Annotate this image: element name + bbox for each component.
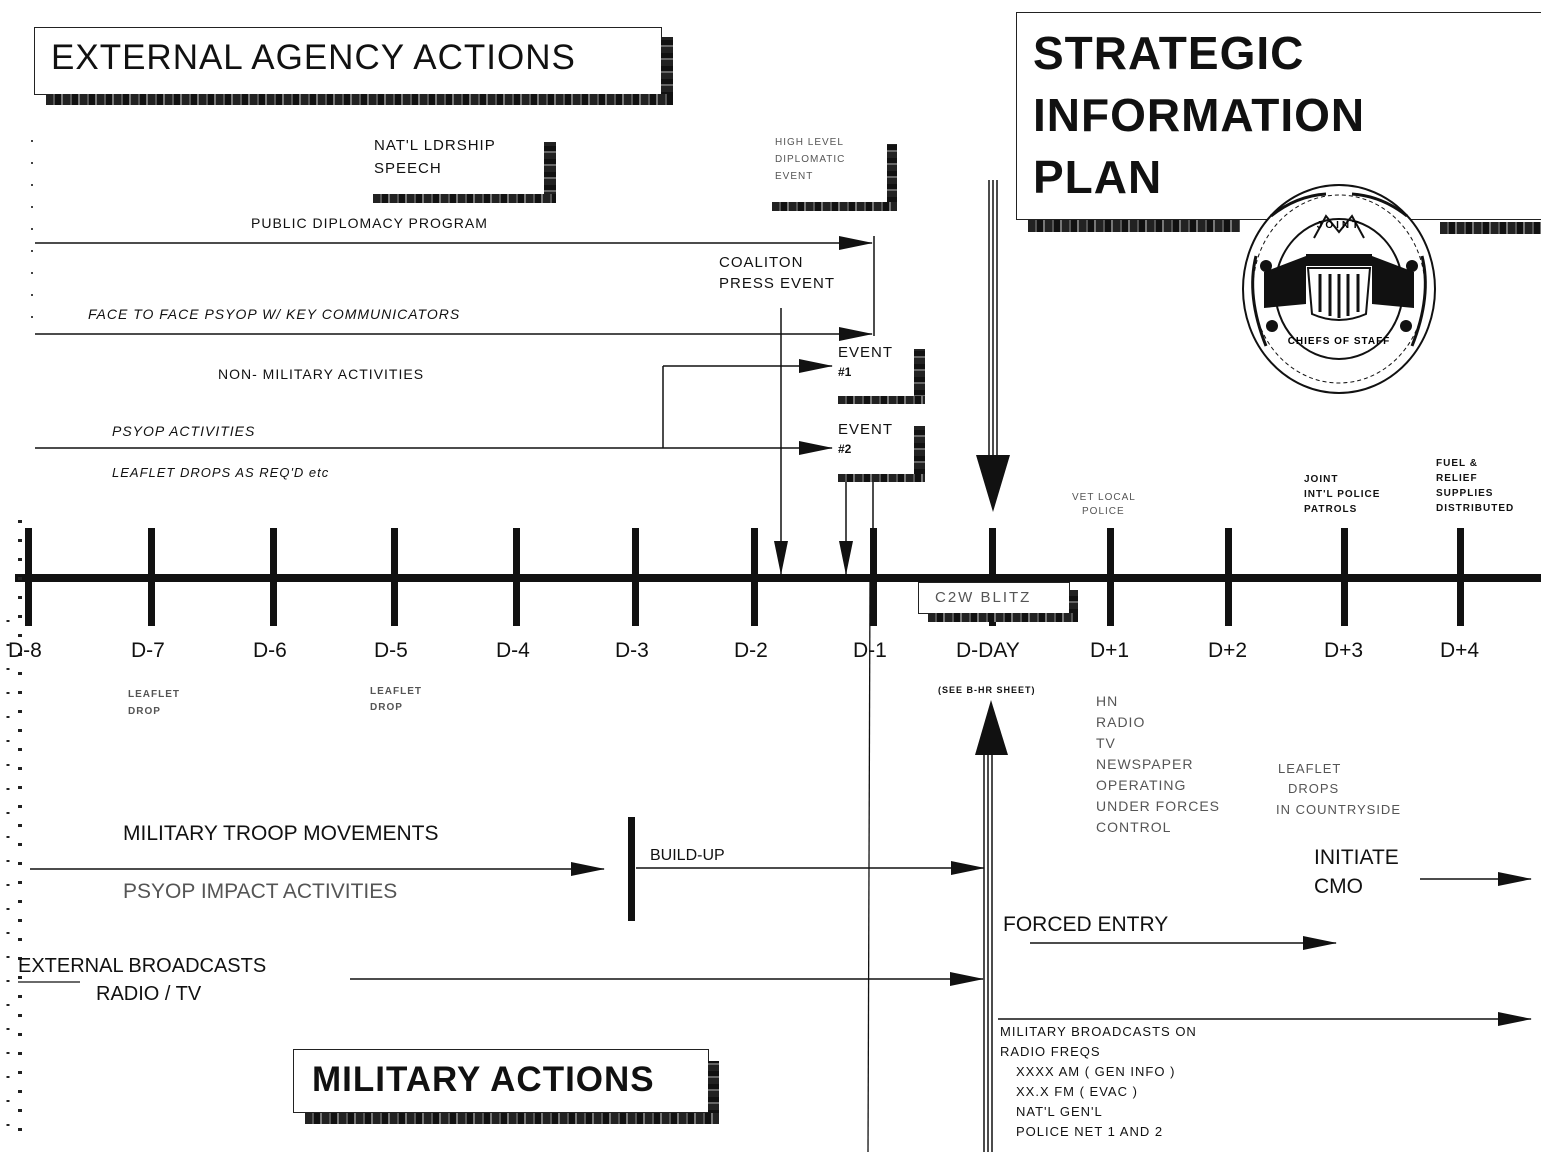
- day-label: D+1: [1090, 639, 1130, 662]
- coalition-line1: COALITON: [719, 254, 804, 271]
- timeline-tick: [1457, 528, 1464, 626]
- psyop-activities-label: PSYOP ACTIVITIES: [112, 423, 256, 439]
- timeline-tick: [25, 528, 32, 626]
- timeline-tick: [751, 528, 758, 626]
- strategic-title-line1: STRATEGIC: [1033, 27, 1305, 79]
- radio-tv-label: RADIO / TV: [96, 983, 202, 1005]
- day-label: D-7: [131, 639, 165, 662]
- day-label: D-8: [8, 639, 42, 662]
- natl-speech-line2: SPEECH: [374, 160, 442, 177]
- diplomatic-event-line2: DIPLOMATIC: [775, 154, 846, 165]
- day-label: D-6: [253, 639, 287, 662]
- military-actions-title: MILITARY ACTIONS: [312, 1060, 655, 1099]
- timeline-axis: [15, 574, 1541, 582]
- diplomatic-event-line3: EVENT: [775, 171, 814, 182]
- dp3-top-note-line1: JOINT: [1304, 474, 1339, 485]
- initiate-cmo-line1: INITIATE: [1314, 846, 1399, 869]
- dday-down-arrow: [976, 455, 1010, 512]
- dp1-top-note-line2: POLICE: [1082, 506, 1125, 517]
- dp2-note-line2: DROPS: [1288, 781, 1340, 796]
- dday-note: (SEE B-HR SHEET): [938, 685, 1036, 695]
- strategic-title-line2: INFORMATION: [1033, 89, 1366, 141]
- timeline-ticks: [25, 528, 1464, 626]
- seal-bottom-text: CHIEFS OF STAFF: [1288, 336, 1391, 347]
- leaflet-drops-label: LEAFLET DROPS AS REQ'D etc: [112, 465, 330, 480]
- timeline-tick: [632, 528, 639, 626]
- dp2-note-line1: LEAFLET: [1278, 761, 1342, 776]
- day-label: D-DAY: [956, 639, 1020, 662]
- psyop-impact-label: PSYOP IMPACT ACTIVITIES: [123, 880, 398, 903]
- broadcast-line: MILITARY BROADCASTS ON: [1000, 1024, 1197, 1039]
- diplomatic-event-line1: HIGH LEVEL: [775, 137, 844, 148]
- event1-line1: EVENT: [838, 344, 894, 361]
- dp1-note-line: UNDER FORCES: [1096, 798, 1221, 814]
- day-label: D+4: [1440, 639, 1480, 662]
- dp1-note-line: CONTROL: [1096, 819, 1172, 835]
- timeline-tick: [1341, 528, 1348, 626]
- dp4-top-note-line4: DISTRIBUTED: [1436, 503, 1515, 514]
- troop-movements-label: MILITARY TROOP MOVEMENTS: [123, 822, 439, 845]
- broadcast-line: XX.X FM ( EVAC ): [1016, 1084, 1138, 1099]
- dp1-note-line: HN: [1096, 693, 1119, 709]
- military-actions-title-box: MILITARY ACTIONS: [293, 1049, 709, 1113]
- event2-line1: EVENT: [838, 421, 894, 438]
- dp1-top-note-line1: VET LOCAL: [1072, 492, 1136, 503]
- forced-entry-label: FORCED ENTRY: [1003, 913, 1169, 936]
- strategic-title-line3: PLAN: [1033, 151, 1163, 203]
- dp4-top-note-line3: SUPPLIES: [1436, 488, 1494, 499]
- day-label: D-3: [615, 639, 649, 662]
- d5-note-line2: DROP: [370, 702, 403, 713]
- dp3-top-note-line3: PATROLS: [1304, 504, 1358, 515]
- day-label: D-5: [374, 639, 408, 662]
- d5-note-line1: LEAFLET: [370, 686, 422, 697]
- initiate-cmo-line2: CMO: [1314, 875, 1363, 898]
- broadcast-line: NAT'L GEN'L: [1016, 1104, 1103, 1119]
- day-label: D+3: [1324, 639, 1364, 662]
- timeline-tick: [148, 528, 155, 626]
- day-label: D-2: [734, 639, 768, 662]
- jcs-seal: JOINT CHIEFS OF STAFF: [1242, 184, 1436, 394]
- timeline-tick: [513, 528, 520, 626]
- timeline-tick: [391, 528, 398, 626]
- dp1-note-line: RADIO: [1096, 714, 1146, 730]
- timeline-tick: [270, 528, 277, 626]
- external-agency-title: EXTERNAL AGENCY ACTIONS: [51, 38, 576, 77]
- broadcast-line: POLICE NET 1 AND 2: [1016, 1124, 1164, 1139]
- dp1-note-line: TV: [1096, 735, 1116, 751]
- non-military-label: NON- MILITARY ACTIVITIES: [218, 366, 425, 382]
- timeline-tick: [1107, 528, 1114, 626]
- external-agency-title-box: EXTERNAL AGENCY ACTIONS: [34, 27, 662, 95]
- dp3-top-note-line2: INT'L POLICE: [1304, 489, 1381, 500]
- natl-speech-line1: NAT'L LDRSHIP: [374, 137, 496, 154]
- broadcast-line: RADIO FREQS: [1000, 1044, 1101, 1059]
- dday-up-arrow: [975, 700, 1008, 755]
- dp2-note-line3: IN COUNTRYSIDE: [1276, 802, 1401, 817]
- day-label: D+2: [1208, 639, 1248, 662]
- c2w-blitz-box: C2W BLITZ: [918, 582, 1070, 614]
- event2-line2: #2: [838, 442, 852, 456]
- public-diplomacy-label: PUBLIC DIPLOMACY PROGRAM: [251, 215, 488, 231]
- build-up-label: BUILD-UP: [650, 847, 725, 864]
- face-to-face-label: FACE TO FACE PSYOP W/ KEY COMMUNICATORS: [88, 306, 461, 322]
- broadcast-line: XXXX AM ( GEN INFO ): [1016, 1064, 1176, 1079]
- strategic-plan-title-box: STRATEGIC INFORMATION PLAN: [1016, 12, 1541, 220]
- d7-note-line1: LEAFLET: [128, 689, 180, 700]
- external-broadcasts-label: EXTERNAL BROADCASTS: [18, 955, 267, 977]
- dp4-top-note-line1: FUEL &: [1436, 458, 1478, 469]
- dp1-note-line: NEWSPAPER: [1096, 756, 1194, 772]
- timeline-tick: [870, 528, 877, 626]
- day-label: D-4: [496, 639, 530, 662]
- seal-top-text: JOINT: [1317, 220, 1361, 231]
- d7-note-line2: DROP: [128, 706, 161, 717]
- c2w-blitz-label: C2W BLITZ: [935, 589, 1032, 606]
- event1-line2: #1: [838, 365, 852, 379]
- timeline-tick: [1225, 528, 1232, 626]
- dp1-note-line: OPERATING: [1096, 777, 1187, 793]
- day-label: D-1: [853, 639, 887, 662]
- coalition-line2: PRESS EVENT: [719, 275, 836, 292]
- timeline-tick: [989, 528, 996, 626]
- dp4-top-note-line2: RELIEF: [1436, 473, 1478, 484]
